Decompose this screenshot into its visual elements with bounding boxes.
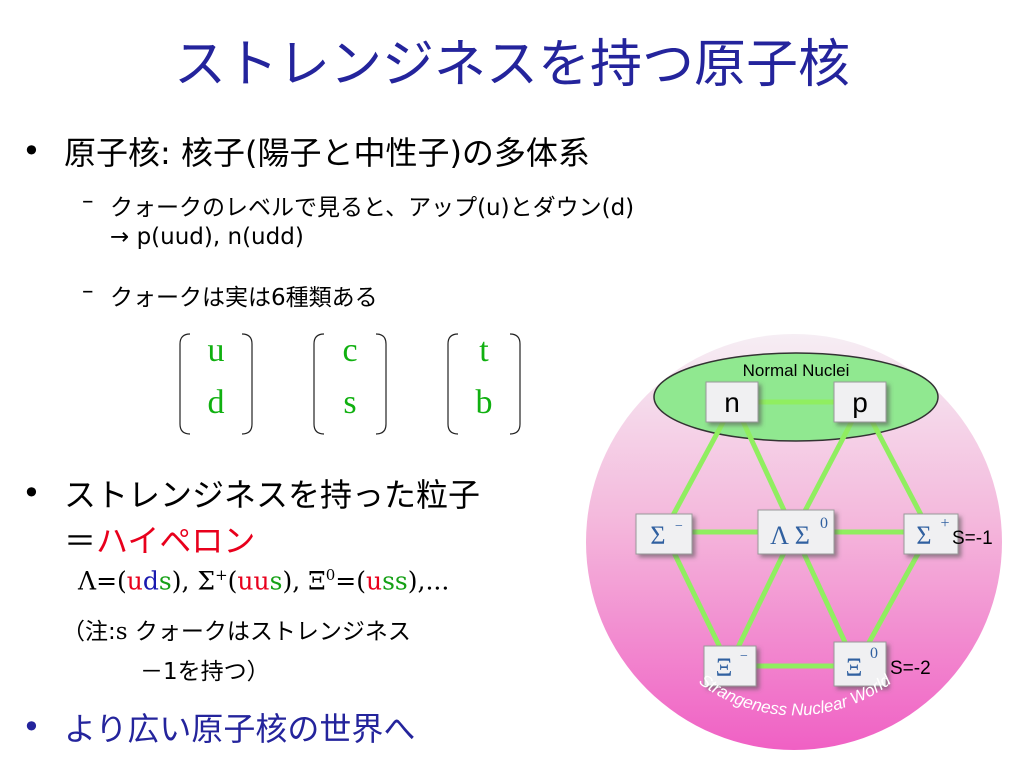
sigma-minus-label: Σ — [650, 521, 665, 550]
sub-bullet-1-line1: クォークのレベルで見ると、アップ(u)とダウン(d) — [110, 195, 635, 221]
xi-zero-sup: 0 — [870, 645, 878, 662]
s-minus-1-label: S=-1 — [952, 528, 993, 549]
bullet-2-line1: ストレンジネスを持った粒子 — [64, 476, 481, 514]
bullet-1-text: 原子核: 核子(陽子と中性子)の多体系 — [64, 134, 590, 172]
sigma-symbol: Σ — [197, 566, 216, 596]
quark-c: c — [342, 332, 358, 369]
bullet-dot: • — [22, 474, 41, 512]
xi-symbol: Ξ — [308, 566, 326, 596]
quark-up: u — [126, 566, 143, 596]
node-sigma-plus: Σ + — [903, 513, 959, 555]
note-rest: クォークはストレンジネス — [127, 619, 411, 645]
normal-nuclei-label: Normal Nuclei — [743, 361, 850, 380]
quark-s: s — [343, 384, 357, 421]
node-sigma-minus: Σ − — [635, 513, 693, 555]
sigma-plus-sup: + — [940, 515, 949, 532]
xi-zero-label: Ξ — [846, 653, 863, 682]
lambda-sigma0-label: Λ Σ — [770, 521, 810, 550]
note-line-1: （注:s クォークはストレンジネス — [62, 612, 411, 646]
sub-bullet-1-line2: → p(uud), n(udd) — [110, 224, 304, 250]
bullet-2-line2: ＝ハイペロン — [64, 516, 255, 562]
bullet-dot: • — [22, 132, 41, 170]
quark-up: uu — [237, 566, 270, 596]
quark-b: b — [475, 384, 493, 421]
charge-superscript: 0 — [325, 566, 336, 584]
quark-strange: s — [158, 566, 172, 596]
formula-text: ), — [171, 566, 190, 596]
node-n-label: n — [724, 387, 740, 418]
bullet-dot: • — [22, 708, 41, 746]
quark-up: u — [365, 566, 383, 596]
slide-title: ストレンジネスを持つ原子核 — [173, 35, 850, 95]
sigma-minus-sup: − — [675, 519, 683, 534]
strangeness-diagram: Normal Nuclei n p Σ − Λ Σ 0 Σ + S=-1 Ξ −… — [586, 334, 1002, 750]
formula-text: ), — [282, 566, 301, 596]
hyperon-formula: Λ=(uds), Σ+(uus), Ξ0=(uss),... — [78, 566, 449, 595]
equals-sign: ＝ — [64, 522, 97, 560]
lambda-symbol: Λ — [78, 566, 97, 596]
hyperon-label: ハイペロン — [96, 522, 256, 560]
xi-minus-label: Ξ — [716, 653, 733, 682]
quark-strange: s — [269, 566, 283, 596]
node-n: n — [705, 381, 759, 423]
lambda-sigma0-sup: 0 — [820, 515, 828, 532]
formula-text: =( — [96, 566, 127, 596]
quark-d: d — [207, 384, 225, 421]
note-s: s — [115, 619, 128, 645]
note-line-2: －1を持つ） — [140, 659, 270, 685]
bullet-3-text: より広い原子核の世界へ — [64, 710, 416, 748]
node-p-label: p — [852, 387, 868, 418]
s-minus-2-label: S=-2 — [890, 658, 931, 679]
node-xi-zero: Ξ 0 — [833, 641, 887, 687]
charge-superscript: + — [215, 566, 228, 584]
quark-brackets — [179, 333, 521, 435]
formula-text: =( — [335, 566, 366, 596]
sub-bullet-2-text: クォークは実は6種類ある — [110, 285, 378, 311]
quark-t: t — [479, 332, 489, 369]
sigma-plus-label: Σ — [916, 521, 931, 550]
sub-dash: – — [82, 188, 94, 214]
formula-text: ( — [227, 566, 238, 596]
node-p: p — [833, 381, 887, 423]
note-prefix: （注: — [62, 619, 116, 645]
quark-strange: ss — [382, 566, 408, 596]
node-xi-minus: Ξ − — [703, 645, 757, 687]
quark-down: d — [142, 566, 159, 596]
node-lambda-sigma0: Λ Σ 0 — [757, 509, 835, 555]
formula-text: ),... — [407, 566, 450, 596]
xi-minus-sup: − — [740, 649, 748, 664]
sub-dash: – — [82, 278, 94, 304]
quark-u: u — [207, 332, 225, 369]
